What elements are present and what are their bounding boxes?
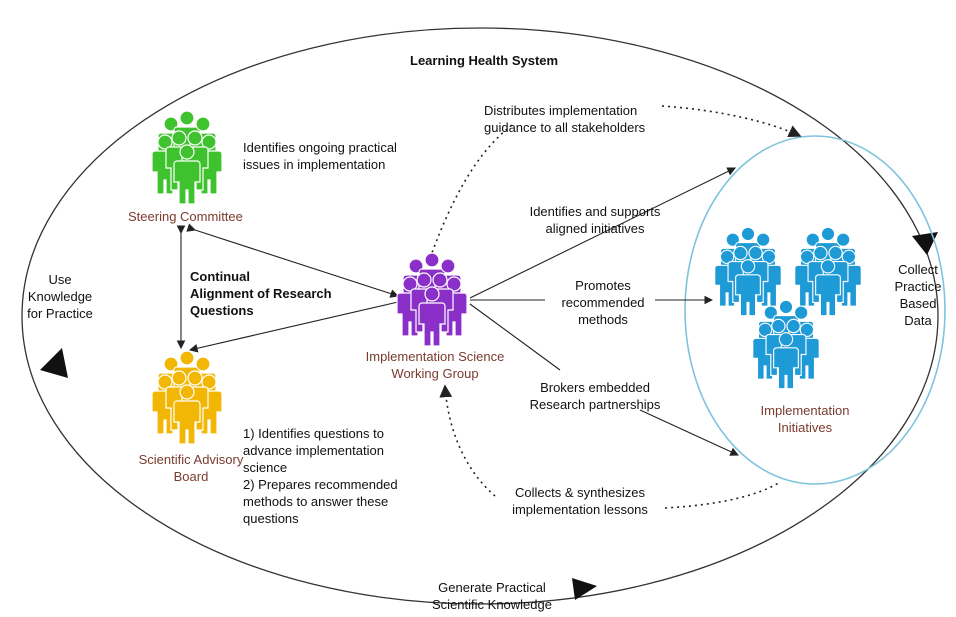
alignment-edge-bottom <box>188 301 399 353</box>
dotted-distributes <box>429 105 800 259</box>
alignment-label: Continual Alignment of Research Question… <box>190 269 332 318</box>
initiatives-name: Implementation Initiatives <box>760 403 850 435</box>
cycle-arrowhead-bottom <box>572 578 597 600</box>
connector-brokers <box>469 303 561 371</box>
cycle-generate: Generate Practical Scientific Knowledge <box>432 580 552 612</box>
cycle-collect: Collect Practice Based Data <box>894 262 942 328</box>
dotted-collects <box>445 386 781 509</box>
scientific-advisory-icon <box>151 350 223 445</box>
connector-identifies <box>469 167 736 299</box>
cycle-arrowhead-right <box>912 232 938 255</box>
connector-brokers-out <box>639 409 739 456</box>
alignment-edge-top <box>186 223 400 298</box>
action-distributes: Distributes implementation guidance to a… <box>484 103 646 135</box>
steering-desc: Identifies ongoing practical issues in i… <box>243 140 397 172</box>
working-group-name: Implementation Science Working Group <box>365 349 505 381</box>
initiatives-circle <box>684 135 946 485</box>
learning-cycle-ellipse <box>21 27 939 605</box>
action-promotes: Promotes recommended methods <box>561 278 645 327</box>
action-brokers: Brokers embedded Research partnerships <box>529 380 661 412</box>
steering-committee-icon <box>151 110 223 205</box>
initiatives-icon-right <box>794 226 862 317</box>
action-collects: Collects & synthesizes implementation le… <box>512 485 648 517</box>
advisory-desc: 1) Identifies questions to advance imple… <box>243 426 398 526</box>
advisory-name: Scientific Advisory Board <box>138 452 244 484</box>
diagram-title: Learning Health System <box>410 53 559 68</box>
steering-name: Steering Committee <box>128 209 243 224</box>
cycle-use: Use Knowledge for Practice <box>27 272 93 321</box>
initiatives-icon-bottom <box>752 299 820 390</box>
initiatives-icon-left <box>714 226 782 317</box>
working-group-icon <box>396 252 468 347</box>
action-identifies-supports: Identifies and supports aligned initiati… <box>529 204 661 236</box>
cycle-arrowhead-left <box>40 348 68 378</box>
